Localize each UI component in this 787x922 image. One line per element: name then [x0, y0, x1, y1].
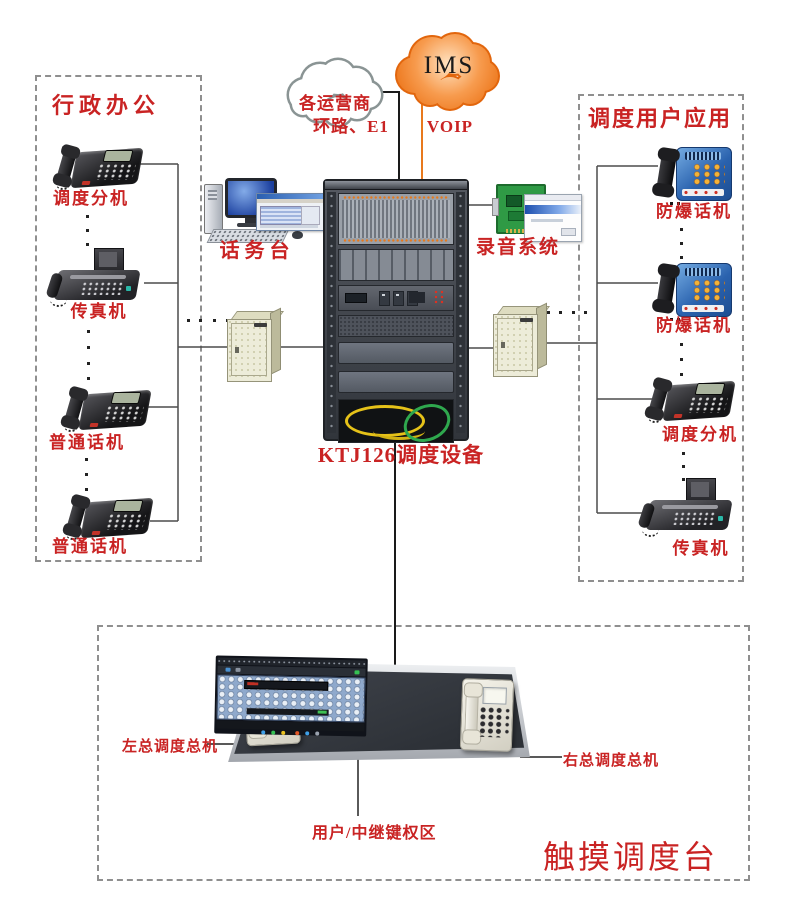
fax-label: 传真机 — [672, 539, 730, 558]
junction-box-left — [226, 307, 284, 382]
console-touch-screen — [214, 655, 368, 737]
ellipsis-dots — [85, 215, 685, 491]
recording-system-label: 录音系统 — [475, 237, 560, 258]
left-chief-phone-label: 左总调度总机 — [122, 739, 219, 755]
operators-cloud-label: 各运营商 — [299, 94, 371, 113]
explosion-proof-phone — [652, 261, 738, 321]
equipment-rack — [323, 179, 469, 443]
operators-cloud — [286, 57, 384, 128]
dispatch-users-zone — [578, 94, 744, 582]
user-zone-title: 调度用户应用 — [588, 106, 733, 131]
handset-icon — [655, 149, 678, 196]
handset-icon — [464, 683, 480, 744]
right-chief-phone-label: 右总调度总机 — [563, 753, 660, 769]
junction-box-right — [492, 302, 550, 377]
rack-cable-bay — [338, 399, 454, 443]
rack-blank-panel — [338, 371, 454, 393]
fax-machine — [637, 478, 738, 537]
key-grid-area — [216, 674, 366, 723]
dispatch-extension-phone — [55, 145, 144, 190]
ims-cloud — [395, 32, 500, 111]
rack-card-shelf — [338, 193, 454, 245]
dispatch-extension-label: 调度分机 — [53, 189, 129, 208]
handset-icon — [655, 265, 678, 312]
fax-label: 传真机 — [70, 302, 128, 321]
touch-console-title: 触摸调度台 — [543, 839, 719, 875]
pc-tower — [204, 184, 223, 234]
operator-workstation — [198, 176, 333, 246]
recording-system — [492, 180, 584, 244]
pc-mouse — [292, 231, 303, 239]
operator-station-label: 话务台 — [219, 240, 295, 262]
rack-module-shelf — [338, 249, 454, 281]
device-connectors — [136, 163, 658, 522]
ims-cloud-label: IMS — [423, 52, 475, 79]
admin-zone-title: 行政办公 — [52, 93, 161, 118]
ordinary-phone-label: 普通话机 — [49, 433, 125, 452]
ordinary-phone — [63, 387, 152, 432]
rack-vent-panel — [338, 315, 454, 337]
right-chief-dispatcher-phone — [459, 678, 515, 752]
voip-trunk-label: VOIP — [426, 117, 474, 136]
dispatch-extension-label: 调度分机 — [662, 425, 738, 444]
ordinary-phone — [65, 495, 154, 540]
explosion-proof-phone-label: 防爆话机 — [656, 202, 732, 221]
dispatch-extension-phone — [647, 378, 736, 423]
fax-machine — [45, 248, 146, 307]
rack-blank-panel — [338, 342, 454, 364]
ordinary-phone-label: 普通话机 — [52, 537, 128, 556]
admin-office-zone — [35, 75, 202, 562]
dispatch-software-window — [256, 193, 324, 231]
explosion-proof-phone — [652, 145, 738, 205]
rack-control-unit — [338, 285, 454, 311]
explosion-proof-phone-label: 防爆话机 — [656, 316, 732, 335]
touch-console — [214, 655, 535, 769]
key-area-label: 用户/中继键权区 — [312, 825, 437, 842]
recording-software-window — [524, 194, 582, 242]
rack-label: KTJ126调度设备 — [317, 443, 485, 467]
touch-console-zone — [97, 625, 750, 881]
pstn-trunk-label: 环路、E1 — [313, 117, 389, 136]
